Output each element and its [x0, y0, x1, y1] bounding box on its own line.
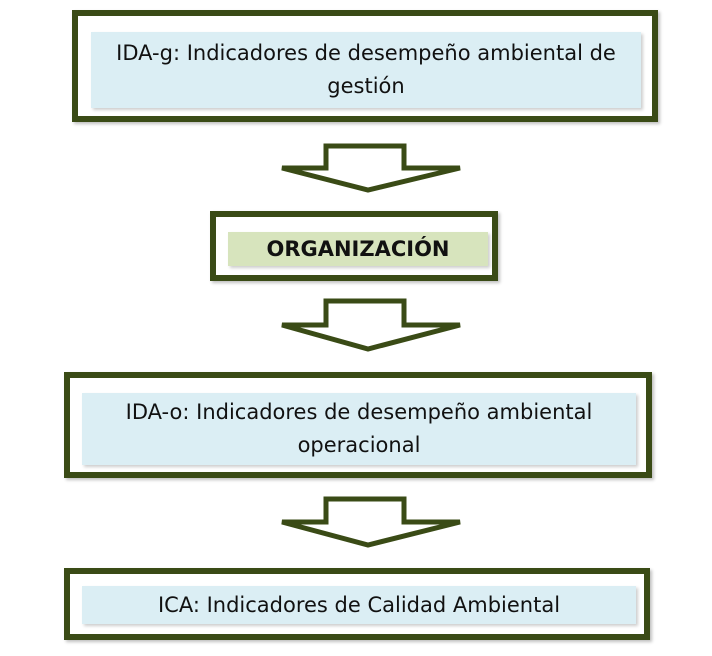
box-ica: ICA: Indicadores de Calidad Ambiental: [64, 568, 650, 640]
box-ida-g: IDA-g: Indicadores de desempeño ambienta…: [72, 10, 658, 122]
box-ida-o-label: IDA-o: Indicadores de desempeño ambienta…: [82, 393, 636, 465]
box-ica-label: ICA: Indicadores de Calidad Ambiental: [82, 586, 636, 624]
box-organizacion: ORGANIZACIÓN: [210, 211, 498, 281]
box-ida-o: IDA-o: Indicadores de desempeño ambienta…: [64, 372, 652, 478]
box-organizacion-label: ORGANIZACIÓN: [228, 232, 488, 266]
down-arrow-3-icon: [281, 496, 461, 548]
box-ida-g-label: IDA-g: Indicadores de desempeño ambienta…: [91, 32, 641, 108]
down-arrow-1-icon: [281, 143, 461, 193]
down-arrow-2-icon: [281, 298, 461, 352]
